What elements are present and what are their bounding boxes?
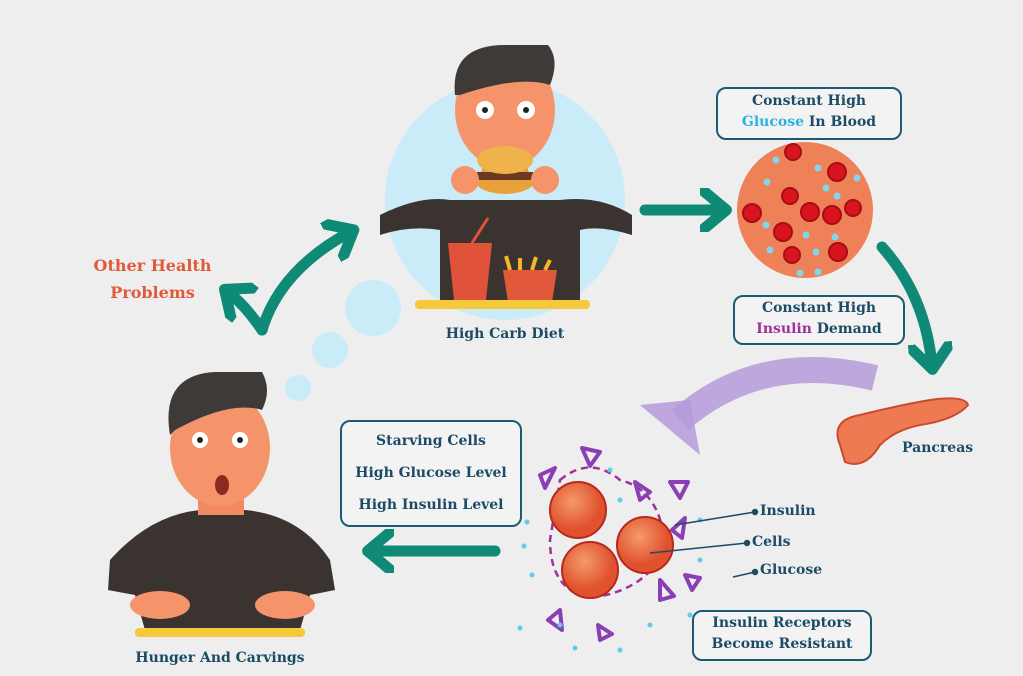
other-line2: Problems bbox=[110, 283, 195, 302]
high-carb-diet-label: High Carb Diet bbox=[445, 326, 565, 342]
insulin-box-line2: Insulin Demand bbox=[735, 319, 903, 340]
hunger-label: Hunger And Carvings bbox=[135, 650, 305, 666]
thought-bubbles bbox=[285, 280, 401, 401]
legend-cells: Cells bbox=[752, 534, 791, 550]
resist-line2: Become Resistant bbox=[711, 636, 853, 652]
legend-insulin: Insulin bbox=[760, 503, 816, 519]
status-line: High Glucose Level bbox=[355, 465, 507, 481]
legend-glucose: Glucose bbox=[760, 562, 823, 578]
other-line1: Other Health bbox=[93, 256, 212, 275]
status-box: Starving Cells High Glucose Level High I… bbox=[340, 420, 522, 527]
other-health-problems-label: Other Health Problems bbox=[75, 252, 230, 306]
resist-line1: Insulin Receptors bbox=[712, 615, 852, 631]
bottom-person-hungry bbox=[108, 372, 335, 637]
arrow-to-other-problems bbox=[228, 292, 268, 336]
insulin-rest: Demand bbox=[811, 321, 882, 337]
glucose-highlight: Glucose bbox=[741, 114, 804, 130]
cells-illustration bbox=[517, 446, 759, 653]
status-line: Starving Cells bbox=[376, 433, 486, 449]
arrow-to-diet bbox=[256, 232, 350, 336]
blood-vessel-illustration bbox=[737, 142, 873, 278]
resistance-box: Insulin Receptors Become Resistant bbox=[692, 610, 872, 661]
glucose-box: Constant High Glucose In Blood bbox=[716, 87, 902, 140]
glucose-box-line1: Constant High bbox=[751, 93, 867, 109]
top-person-eating-burger bbox=[380, 45, 632, 320]
glucose-rest: In Blood bbox=[804, 114, 877, 130]
insulin-flow-arrow bbox=[671, 357, 879, 430]
insulin-demand-box: Constant High Insulin Demand bbox=[733, 295, 905, 345]
pancreas-icon bbox=[836, 397, 970, 465]
insulin-highlight: Insulin bbox=[756, 321, 812, 337]
flow-arrows bbox=[228, 210, 932, 551]
insulin-box-line1: Constant High bbox=[761, 300, 877, 316]
arrow-to-pancreas bbox=[876, 241, 932, 365]
pancreas-label: Pancreas bbox=[902, 440, 974, 456]
status-line: High Insulin Level bbox=[358, 497, 504, 513]
glucose-box-line2: Glucose In Blood bbox=[718, 112, 900, 133]
